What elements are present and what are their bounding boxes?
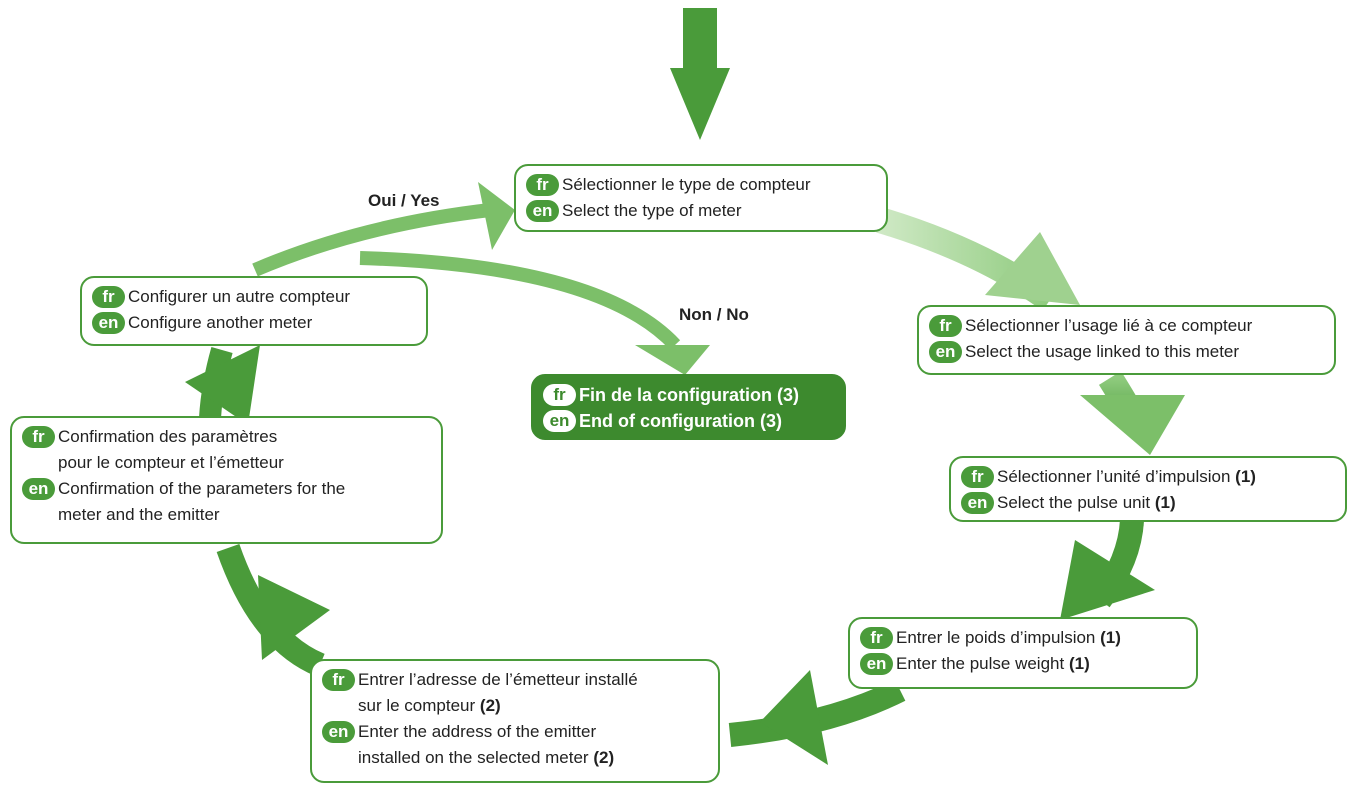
en-badge: en [961,492,994,514]
fr-badge: fr [961,466,994,488]
arrow-no [359,251,710,375]
text-fr: Confirmation des paramètres pour le compt… [58,424,284,476]
arrow-confirmation-to-another [185,345,260,425]
fr-badge: fr [22,426,55,448]
fr-badge: fr [322,669,355,691]
text-fr: Fin de la configuration (3) [579,385,799,405]
text-fr: Entrer l’adresse de l’émetteur installé s… [358,667,638,719]
text-fr: Sélectionner le type de compteur [562,175,811,194]
text-fr-line1: Entrer l’adresse de l’émetteur installé [358,670,638,689]
text-en-main: Enter the pulse weight [896,654,1065,673]
text-en: Select the pulse unit (1) [997,490,1176,516]
arrow-address-to-confirmation [216,544,330,677]
entry-arrow [670,8,730,140]
text-fr-line2: pour le compteur et l’émetteur [58,453,284,472]
fr-badge: fr [543,384,576,406]
text-en: Enter the address of the emitter installe… [358,719,614,771]
en-badge: en [526,200,559,222]
note-en: (2) [593,748,615,767]
text-fr: Sélectionner l’unité d’impulsion (1) [997,464,1256,490]
fr-badge: fr [860,627,893,649]
arrow-weight-to-address [728,670,906,765]
fr-badge: fr [526,174,559,196]
text-fr: Configurer un autre compteur [128,287,351,306]
fr-badge: fr [92,286,125,308]
note-fr: (2) [479,696,501,715]
text-fr-line2: sur le compteur [358,696,476,715]
text-fr: Entrer le poids d’impulsion (1) [896,625,1121,651]
text-en: End of configuration (3) [579,411,782,431]
text-en-line2: installed on the selected meter [358,748,589,767]
fr-badge: fr [929,315,962,337]
note-fr: (1) [1100,628,1121,647]
text-en: Configure another meter [128,313,313,332]
text-en: Select the usage linked to this meter [965,342,1240,361]
text-en: Select the type of meter [562,201,742,220]
en-badge: en [22,478,55,500]
en-badge: en [543,410,576,432]
en-badge: en [860,653,893,675]
arrow-yes [252,182,515,277]
text-en-line1: Confirmation of the parameters for the [58,479,346,498]
arrow-type-to-usage [876,207,1080,311]
en-badge: en [92,312,125,334]
text-en: Enter the pulse weight (1) [896,651,1090,677]
note-en: (1) [1068,654,1090,673]
text-en-line1: Enter the address of the emitter [358,722,597,741]
en-badge: en [322,721,355,743]
en-badge: en [929,341,962,363]
text-en: Confirmation of the parameters for the me… [58,476,345,528]
text-fr-main: Entrer le poids d’impulsion [896,628,1096,647]
arrow-unit-to-weight [1060,519,1155,620]
note-en: (1) [1154,493,1176,512]
no-label: Non / No [679,305,749,324]
text-fr: Sélectionner l’usage lié à ce compteur [965,316,1253,335]
yes-label: Oui / Yes [368,191,440,210]
text-fr-main: Sélectionner l’unité d’impulsion [997,467,1231,486]
text-fr-line1: Confirmation des paramètres [58,427,278,446]
text-en-line2: meter and the emitter [58,505,220,524]
text-en-main: Select the pulse unit [997,493,1151,512]
arrow-usage-to-unit [1080,371,1185,455]
note-fr: (1) [1235,467,1256,486]
